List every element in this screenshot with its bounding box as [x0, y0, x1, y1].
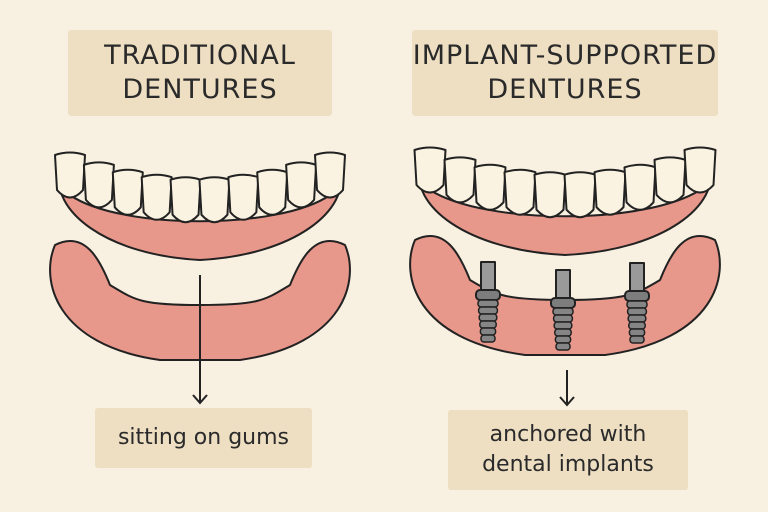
implant-thread — [478, 313, 498, 322]
implant-abutment — [480, 261, 496, 291]
traditional-tooth — [256, 168, 289, 216]
traditional-lower-gum — [49, 240, 351, 361]
implant-thread — [627, 314, 647, 323]
traditional-tooth — [285, 161, 318, 209]
traditional-title-box: TRADITIONAL DENTURES — [68, 30, 332, 116]
implant-thread — [552, 307, 574, 316]
implant-thread — [477, 299, 499, 308]
implant-tooth — [413, 146, 447, 194]
implant-tooth — [623, 163, 657, 211]
implant-thread — [479, 320, 497, 329]
implant-thread — [628, 328, 646, 337]
implant-abutment — [629, 262, 645, 292]
traditional-tooth — [198, 176, 231, 224]
traditional-tooth — [54, 151, 86, 199]
implant-arrowhead-icon — [559, 396, 575, 407]
implant-thread — [628, 321, 646, 330]
implant-thread — [554, 335, 572, 344]
implant-tooth — [563, 171, 597, 219]
traditional-caption-box: sitting on gums — [95, 408, 312, 468]
traditional-upper-gum — [57, 169, 343, 261]
implant-thread — [555, 342, 571, 351]
implant-thread — [477, 306, 499, 315]
implant-tooth — [503, 168, 537, 216]
implant-tooth — [443, 156, 477, 204]
traditional-caption: sitting on gums — [117, 425, 290, 450]
implant-thread — [554, 328, 572, 337]
implant-thread — [479, 327, 497, 336]
implant-tooth — [533, 171, 567, 219]
implant-caption-line2: dental implants — [482, 452, 654, 477]
implant-tooth — [593, 168, 627, 216]
implant-thread — [480, 334, 496, 343]
implant-thread — [626, 300, 648, 309]
implant-title-box: IMPLANT-SUPPORTED DENTURES — [412, 30, 718, 116]
implant-abutment — [555, 269, 571, 299]
traditional-title-line2: DENTURES — [122, 74, 278, 105]
implant-title-line1: IMPLANT-SUPPORTED — [412, 40, 718, 71]
traditional-tooth — [82, 161, 115, 209]
traditional-title-line1: TRADITIONAL — [104, 40, 296, 71]
implant-collar — [475, 289, 501, 301]
implant-tooth — [473, 163, 507, 211]
implant-caption-line1: anchored with — [489, 422, 647, 447]
traditional-tooth — [169, 176, 202, 224]
implant-tooth — [683, 146, 717, 194]
traditional-arrowhead-icon — [192, 394, 208, 405]
implant-thread — [552, 314, 574, 323]
implant-caption-box: anchored with dental implants — [448, 410, 688, 490]
implant-thread — [553, 321, 573, 330]
implant-collar — [624, 290, 650, 302]
implant-thread — [626, 307, 648, 316]
traditional-tooth — [111, 168, 144, 216]
traditional-tooth — [314, 151, 346, 199]
implant-upper-gum — [417, 164, 713, 256]
traditional-tooth — [227, 173, 260, 221]
implant-collar — [550, 297, 576, 309]
traditional-tooth — [140, 173, 173, 221]
implant-tooth — [653, 156, 687, 204]
implant-title-line2: DENTURES — [487, 74, 643, 105]
implant-thread — [629, 335, 645, 344]
